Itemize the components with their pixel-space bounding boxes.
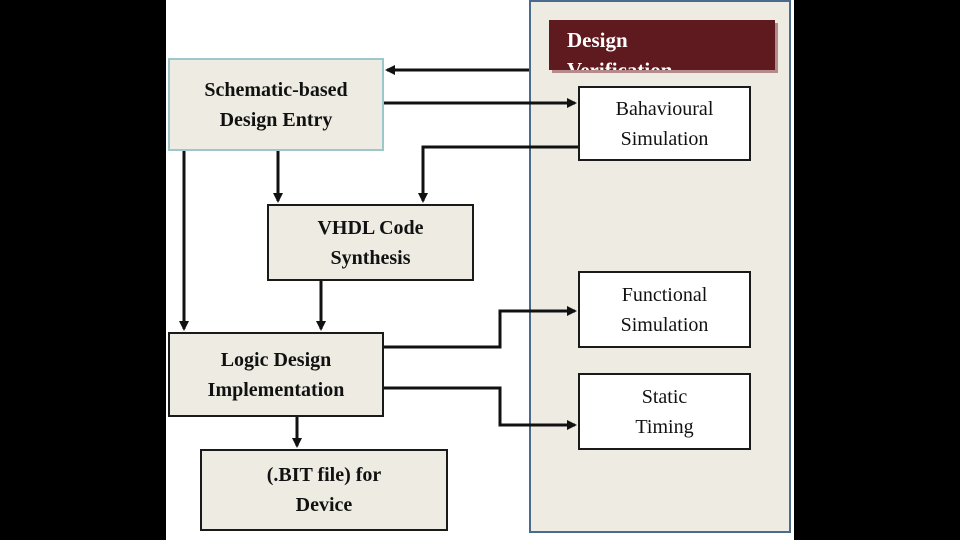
banner-title-line1: Design [567,28,628,52]
bit-file-line1: (.BIT file) for [266,464,382,486]
verification-banner: Design Verification [549,20,775,70]
static-timing-line2: Timing [635,415,694,438]
arrow-behavioural-to-synthesis [418,145,578,203]
vhdl-synthesis-line1: VHDL Code [317,216,424,239]
schematic-entry-node: Schematic-based Design Entry [168,58,384,151]
logic-implementation-node: Logic Design Implementation [168,332,384,417]
arrow-implementation-to-functional [384,306,577,349]
vhdl-synthesis-line2: Synthesis [330,246,411,269]
static-timing-line1: Static [641,385,688,408]
functional-simulation-line1: Functional [621,283,708,306]
bit-file-node: (.BIT file) for Device [200,449,448,531]
behavioural-simulation-line2: Simulation [620,127,709,150]
logic-implementation-line1: Logic Design [220,348,332,371]
functional-simulation-line2: Simulation [620,313,709,336]
banner-title-line2: Verification [567,58,673,70]
vhdl-synthesis-node: VHDL Code Synthesis [267,204,474,281]
functional-simulation-node: Functional Simulation [578,271,751,348]
behavioural-simulation-line1: Bahavioural [615,97,714,120]
bit-file-line2: Device [295,494,353,516]
arrow-implementation-to-timing [384,386,577,430]
static-timing-node: Static Timing [578,373,751,450]
schematic-entry-line1: Schematic-based [204,78,348,101]
schematic-entry-line2: Design Entry [219,108,333,131]
logic-implementation-line2: Implementation [207,378,345,401]
behavioural-simulation-node: Bahavioural Simulation [578,86,751,161]
